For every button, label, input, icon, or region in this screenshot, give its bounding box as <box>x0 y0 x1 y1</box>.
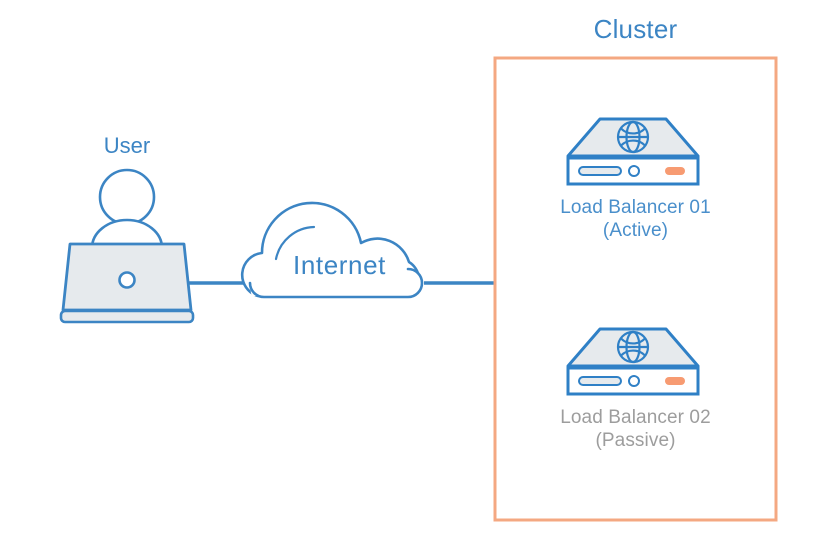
cluster-boundary-box <box>493 56 778 522</box>
server-indicator-dot-1 <box>628 165 640 177</box>
laptop-camera-dot-icon <box>118 271 136 289</box>
load-balancer-01-state: (Active) <box>602 220 669 241</box>
globe-icon-1 <box>616 120 650 154</box>
internet-label: Internet <box>293 250 386 280</box>
server-globe-icon-2 <box>566 327 700 396</box>
user-laptop-icon <box>59 168 195 324</box>
server-slot-1 <box>578 166 622 176</box>
load-balancer-01-name: Load Balancer 01 <box>560 197 711 218</box>
user-label: User <box>103 133 151 158</box>
cloud-icon <box>240 201 424 299</box>
globe-icon-2 <box>616 330 650 364</box>
server-status-led-2 <box>665 377 685 385</box>
server-status-led-1 <box>665 167 685 175</box>
server-indicator-dot-2 <box>628 375 640 387</box>
load-balancer-02-name: Load Balancer 02 <box>560 407 711 428</box>
server-globe-icon-1 <box>566 117 700 186</box>
cluster-title: Cluster <box>593 14 678 44</box>
user-head-icon <box>98 168 156 226</box>
cloud-lower-outline-icon <box>248 267 424 299</box>
load-balancer-02-state: (Passive) <box>595 430 676 451</box>
cloud-highlight-arc-icon <box>274 225 316 261</box>
laptop-base-icon <box>59 309 195 324</box>
server-slot-2 <box>578 376 622 386</box>
